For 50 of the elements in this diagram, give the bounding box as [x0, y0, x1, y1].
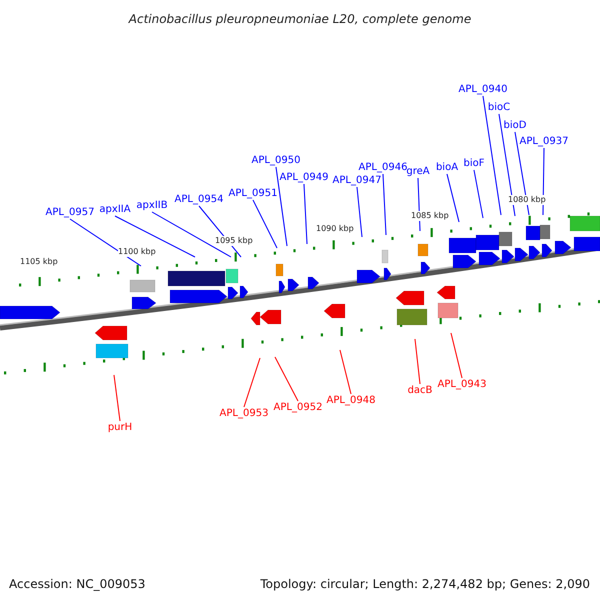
scale-label: 1105 kbp [20, 257, 58, 267]
gene-label: APL_0946 [358, 161, 408, 174]
scale-label: 1085 kbp [411, 211, 449, 221]
leader-line [356, 186, 362, 238]
gene-label: APL_0951 [228, 187, 278, 200]
gene-label: APL_0950 [252, 154, 300, 167]
scale-label: 1080 kbp [508, 195, 546, 205]
leader-line [252, 200, 278, 248]
scale-label: 1095 kbp [215, 236, 253, 246]
gene-label: greA [406, 165, 430, 178]
leader-line [514, 132, 530, 216]
map-title: Actinobacillus pleuropneumoniae L20, complete genome [127, 11, 472, 28]
gene-label: APL_0943 [438, 378, 486, 391]
leader-line [450, 332, 462, 378]
gene-label: bioD [504, 119, 526, 132]
leader-line [274, 356, 298, 402]
gene-label: APL_0952 [274, 401, 322, 414]
leader-line [114, 216, 196, 258]
leader-line [244, 358, 260, 408]
leader-line [114, 374, 120, 422]
gene-label: APL_0949 [280, 171, 328, 184]
gene-label: APL_0947 [332, 174, 382, 187]
gene-label: dacB [408, 384, 432, 397]
leader-line [382, 174, 386, 236]
scale-label: 1090 kbp [316, 224, 354, 234]
footer-text: Topology: circular; Length: 2,274,482 bp; Genes: 2,090 [260, 576, 590, 593]
gene-label: bioA [436, 161, 458, 174]
leader-line [152, 212, 232, 258]
gene-label: apxIIB [136, 199, 168, 212]
gene-label: APL_0940 [458, 83, 508, 96]
leader-line [474, 170, 484, 218]
gene-label: APL_0953 [220, 407, 268, 420]
gene-label: purH [108, 421, 132, 434]
leader-line [498, 114, 516, 216]
leader-line [446, 174, 460, 222]
gene-label: apxIIA [99, 203, 131, 216]
leader-line [482, 96, 502, 216]
leader-line [414, 338, 420, 384]
gene-label: APL_0954 [174, 193, 224, 206]
leader-line [304, 184, 308, 244]
gene-label: APL_0937 [520, 135, 568, 148]
scale-label: 1100 kbp [118, 247, 156, 257]
leader-line [276, 166, 288, 246]
footer-text: Accession: NC_009053 [9, 576, 146, 593]
gene-label: APL_0948 [326, 394, 376, 407]
gene-label: bioF [464, 157, 484, 170]
leader-line [340, 350, 352, 394]
gene-label: bioC [488, 101, 510, 114]
leader-line [70, 218, 142, 266]
gene-label: APL_0957 [46, 206, 94, 219]
